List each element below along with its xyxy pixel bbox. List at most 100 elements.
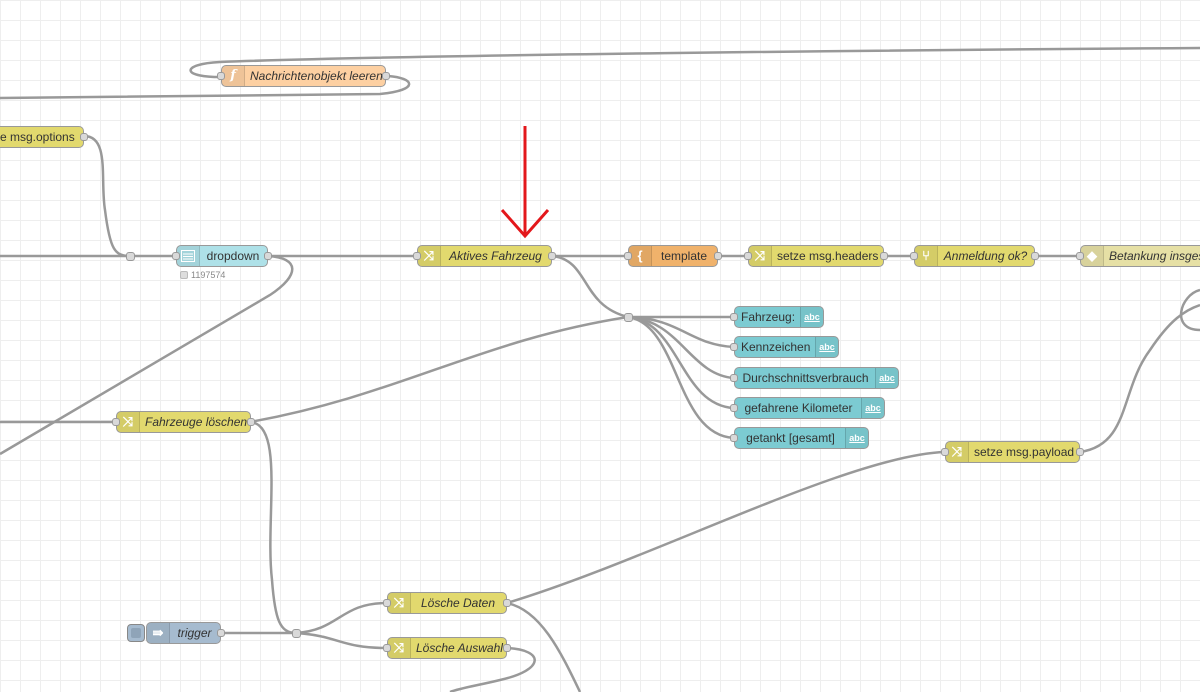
wire[interactable] bbox=[0, 74, 411, 100]
wire[interactable] bbox=[83, 134, 131, 258]
node-label: Kennzeichen bbox=[741, 340, 811, 354]
output-port[interactable] bbox=[1076, 448, 1084, 456]
node-label: getankt [gesamt] bbox=[746, 431, 835, 445]
input-port[interactable] bbox=[383, 644, 391, 652]
input-port[interactable] bbox=[413, 252, 421, 260]
input-port[interactable] bbox=[730, 374, 738, 382]
switch-node-login-ok[interactable]: ⑂ Anmeldung ok? bbox=[910, 245, 1039, 267]
inject-button[interactable] bbox=[127, 624, 145, 642]
input-port[interactable] bbox=[217, 72, 225, 80]
input-port[interactable] bbox=[112, 418, 120, 426]
link-node-refuel-total[interactable]: ◆ Betankung insgesa bbox=[1076, 245, 1200, 267]
node-label: Nachrichtenobjekt leeren bbox=[250, 69, 383, 83]
wire[interactable] bbox=[295, 601, 388, 635]
wire[interactable] bbox=[295, 631, 388, 650]
input-port[interactable] bbox=[730, 313, 738, 321]
wire[interactable] bbox=[189, 46, 1200, 79]
wire[interactable] bbox=[449, 646, 536, 692]
text-node-consumption[interactable]: Durchschnittsverbrauch abc bbox=[730, 367, 899, 389]
switch-icon: ⑂ bbox=[915, 246, 938, 266]
template-node[interactable]: { template bbox=[624, 245, 722, 267]
status-dot-icon bbox=[180, 271, 188, 279]
node-label: Fahrzeuge löschen bbox=[145, 415, 248, 429]
node-label: setze msg.headers bbox=[777, 249, 879, 263]
output-port[interactable] bbox=[264, 252, 272, 260]
output-port[interactable] bbox=[503, 644, 511, 652]
shuffle-icon: ⤨ bbox=[749, 246, 772, 266]
abc-icon: abc bbox=[845, 428, 868, 448]
wire[interactable] bbox=[1079, 303, 1200, 454]
node-label: gefahrene Kilometer bbox=[744, 401, 853, 415]
output-port[interactable] bbox=[880, 252, 888, 260]
input-port[interactable] bbox=[172, 252, 180, 260]
wire-junction[interactable] bbox=[292, 629, 301, 638]
wire[interactable] bbox=[506, 450, 946, 605]
wire[interactable] bbox=[0, 254, 294, 456]
change-node-set-headers[interactable]: ⤨ setze msg.headers bbox=[744, 245, 888, 267]
shuffle-icon: ⤨ bbox=[388, 638, 411, 658]
node-label: dropdown bbox=[206, 249, 260, 263]
wire[interactable] bbox=[627, 315, 735, 380]
wire[interactable] bbox=[506, 601, 582, 692]
abc-icon: abc bbox=[861, 398, 884, 418]
input-port[interactable] bbox=[941, 448, 949, 456]
wire-junction[interactable] bbox=[126, 252, 135, 261]
text-node-refueled[interactable]: getankt [gesamt] abc bbox=[730, 427, 869, 449]
input-port[interactable] bbox=[383, 599, 391, 607]
output-port[interactable] bbox=[548, 252, 556, 260]
node-label: Aktives Fahrzeug bbox=[449, 249, 542, 263]
output-port[interactable] bbox=[247, 418, 255, 426]
dropdown-node[interactable]: dropdown bbox=[172, 245, 272, 267]
node-label: Durchschnittsverbrauch bbox=[742, 371, 869, 385]
inject-node-trigger[interactable]: ⇛ trigger bbox=[146, 622, 225, 644]
input-port[interactable] bbox=[910, 252, 918, 260]
text-node-vehicle[interactable]: Fahrzeug: abc bbox=[730, 306, 824, 328]
node-status: 1197574 bbox=[180, 270, 225, 280]
change-node-delete-data[interactable]: ⤨ Lösche Daten bbox=[383, 592, 511, 614]
input-port[interactable] bbox=[730, 404, 738, 412]
node-label: Lösche Auswahl bbox=[416, 641, 503, 655]
input-port[interactable] bbox=[730, 343, 738, 351]
node-label: setze msg.payload bbox=[974, 445, 1075, 459]
braces-icon: { bbox=[629, 246, 652, 266]
wire[interactable] bbox=[627, 315, 735, 410]
node-label: template bbox=[660, 249, 708, 263]
change-node-set-options[interactable]: e msg.options bbox=[0, 126, 88, 148]
output-port[interactable] bbox=[80, 133, 88, 141]
input-port[interactable] bbox=[744, 252, 752, 260]
function-icon: f bbox=[222, 66, 245, 86]
change-node-active-vehicle[interactable]: ⤨ Aktives Fahrzeug bbox=[413, 245, 556, 267]
shuffle-icon: ⤨ bbox=[388, 593, 411, 613]
red-arrow-down-icon bbox=[500, 126, 550, 239]
node-label: Anmeldung ok? bbox=[943, 249, 1028, 263]
abc-icon: abc bbox=[875, 368, 898, 388]
function-node-clear-message[interactable]: f Nachrichtenobjekt leeren bbox=[217, 65, 390, 87]
wire[interactable] bbox=[551, 254, 629, 319]
text-node-plate[interactable]: Kennzeichen abc bbox=[730, 336, 839, 358]
wire[interactable] bbox=[249, 420, 297, 635]
change-node-delete-vehicles[interactable]: ⤨ Fahrzeuge löschen bbox=[112, 411, 255, 433]
output-port[interactable] bbox=[714, 252, 722, 260]
wire[interactable] bbox=[249, 315, 629, 424]
wire-junction[interactable] bbox=[624, 313, 633, 322]
output-port[interactable] bbox=[217, 629, 225, 637]
node-label: Lösche Daten bbox=[420, 596, 496, 610]
input-port[interactable] bbox=[1076, 252, 1084, 260]
wire[interactable] bbox=[627, 315, 735, 349]
output-port[interactable] bbox=[382, 72, 390, 80]
change-node-delete-selection[interactable]: ⤨ Lösche Auswahl bbox=[383, 637, 511, 659]
text-node-km[interactable]: gefahrene Kilometer abc bbox=[730, 397, 885, 419]
input-port[interactable] bbox=[624, 252, 632, 260]
shuffle-icon: ⤨ bbox=[418, 246, 441, 266]
input-port[interactable] bbox=[730, 434, 738, 442]
output-port[interactable] bbox=[503, 599, 511, 607]
wire[interactable] bbox=[1180, 288, 1200, 332]
abc-icon: abc bbox=[815, 337, 838, 357]
change-node-set-payload[interactable]: ⤨ setze msg.payload bbox=[941, 441, 1084, 463]
output-port[interactable] bbox=[1031, 252, 1039, 260]
diamond-icon: ◆ bbox=[1081, 246, 1104, 266]
abc-icon: abc bbox=[800, 307, 823, 327]
wire[interactable] bbox=[627, 315, 735, 440]
shuffle-icon: ⤨ bbox=[946, 442, 969, 462]
